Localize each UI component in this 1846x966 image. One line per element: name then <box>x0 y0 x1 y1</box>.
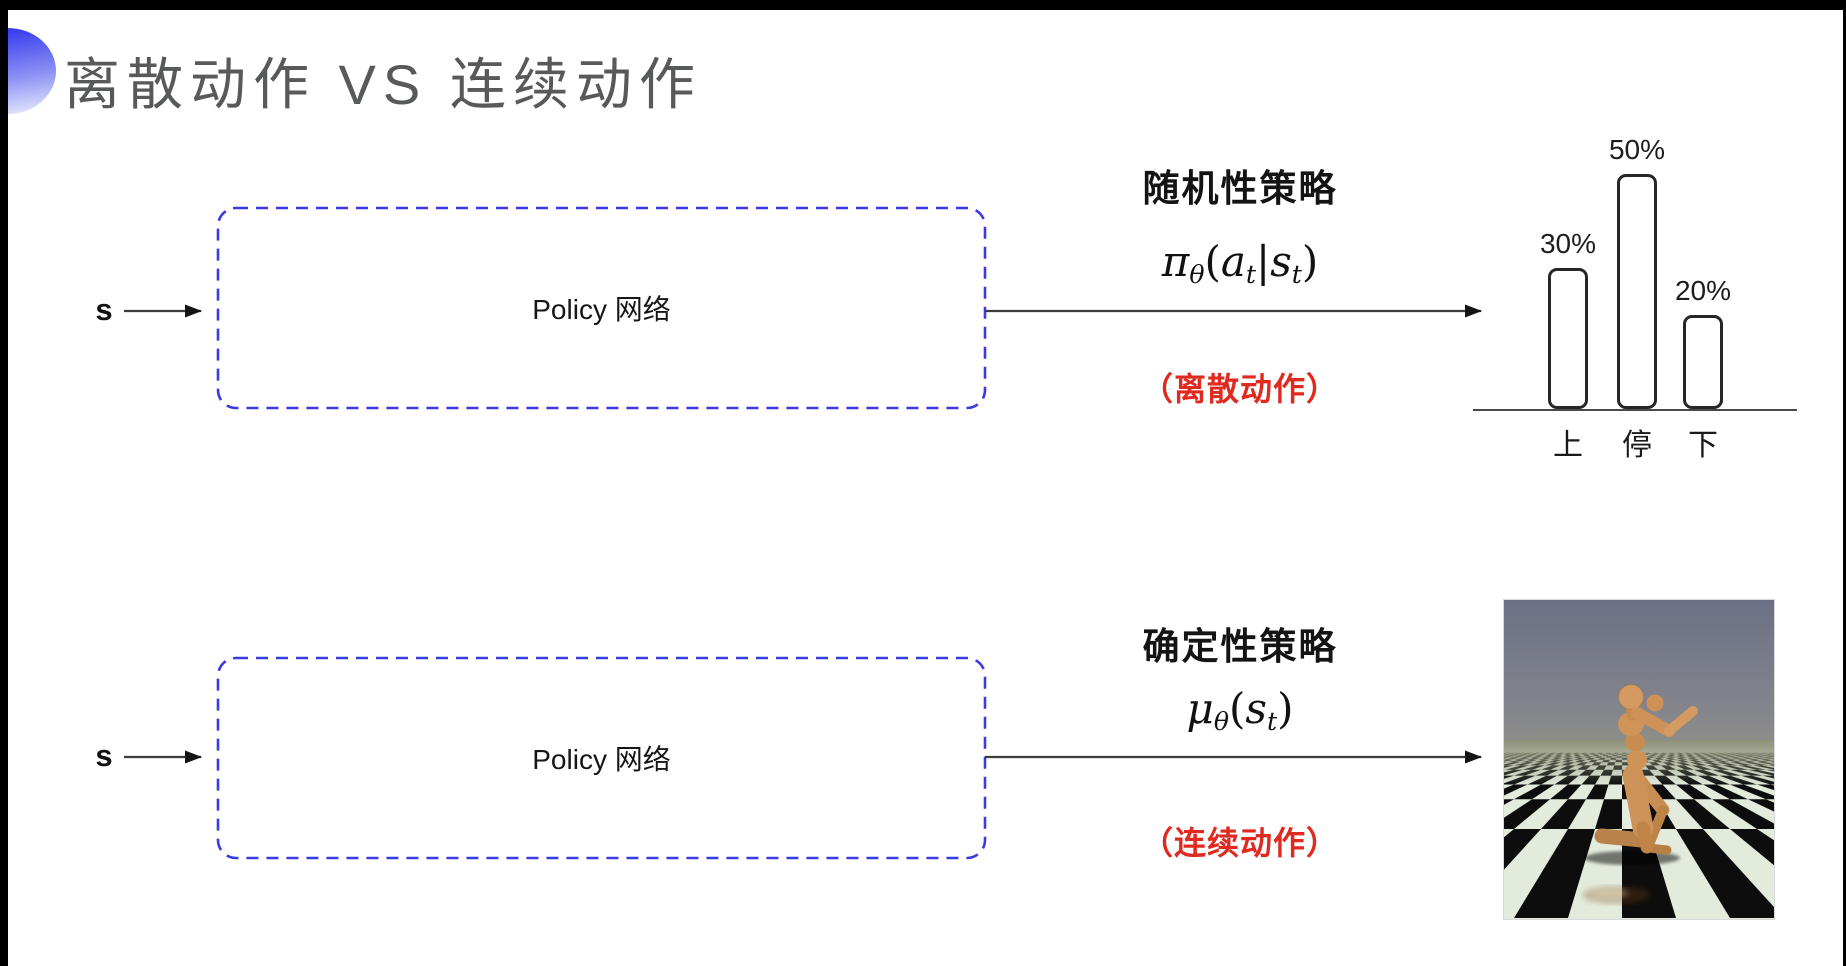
category-label-down: 下 <box>1688 429 1718 462</box>
rear-calf <box>1645 805 1668 847</box>
letterbox-left-bar <box>0 0 8 966</box>
action-type-note-bottom: （连续动作） <box>1140 825 1339 861</box>
bar-group-up: 30% <box>1528 228 1608 409</box>
bar-value-label: 30% <box>1539 228 1597 259</box>
figure-shadow <box>1584 851 1680 865</box>
policy-type-label-top: 随机性策略 <box>1142 168 1338 209</box>
formula-paren: ) <box>1301 237 1319 286</box>
chart-baseline <box>1473 409 1797 411</box>
formula-symbol: π <box>1161 237 1190 286</box>
formula-paren: ) <box>1277 684 1294 733</box>
upper-arm <box>1631 707 1675 737</box>
formula-subscript: θ <box>1213 707 1229 737</box>
page-title: 离散动作 VS 连续动作 <box>64 53 702 116</box>
formula-symbol: μ <box>1186 684 1214 733</box>
formula-paren: ( <box>1204 237 1221 286</box>
humanoid-scene <box>1504 600 1774 919</box>
kneeling-shin <box>1594 828 1650 848</box>
title-decoration-half-circle <box>8 28 56 114</box>
policy-type-label-bottom: 确定性策略 <box>1142 626 1338 667</box>
bar-value-label: 20% <box>1674 275 1732 306</box>
letterbox-top-bar <box>0 0 1846 10</box>
bar-group-stop: 50% <box>1597 134 1677 409</box>
humanoid-figure <box>1582 684 1698 904</box>
action-type-note-top: （离散动作） <box>1140 371 1339 407</box>
humanoid-simulation-image <box>1503 599 1775 920</box>
rear-fist <box>1646 694 1664 712</box>
formula-subscript: t <box>1291 260 1302 290</box>
formula-paren: ( <box>1229 684 1246 733</box>
category-label-up: 上 <box>1553 429 1583 462</box>
probability-bar-chart: 30% 50% 20% <box>1473 100 1797 411</box>
category-label-stop: 停 <box>1622 429 1652 462</box>
state-input-label-bottom: s <box>95 738 113 773</box>
chart-category-labels: 上 停 下 <box>1473 420 1797 462</box>
forearm <box>1664 706 1698 736</box>
bar-down <box>1683 315 1723 409</box>
floor-highlight <box>1592 888 1628 898</box>
policy-box-label-top: Policy 网络 <box>532 294 671 325</box>
pelvis <box>1627 750 1647 770</box>
abdomen <box>1625 733 1645 751</box>
bar-up <box>1548 268 1588 409</box>
formula-symbol: a <box>1220 237 1246 286</box>
deterministic-policy-formula: μθ(st) <box>1050 684 1430 736</box>
formula-symbol: s <box>1245 684 1267 733</box>
front-thigh <box>1622 764 1654 839</box>
formula-subscript: θ <box>1189 260 1205 290</box>
state-input-label-top: s <box>95 292 113 327</box>
front-calf <box>1636 821 1654 854</box>
policy-box-label-bottom: Policy 网络 <box>532 744 671 775</box>
stochastic-policy-formula: πθ(at|st) <box>1050 237 1430 289</box>
bar-stop <box>1617 174 1657 409</box>
bar-group-down: 20% <box>1663 275 1743 409</box>
formula-bar: | <box>1256 237 1271 286</box>
bar-value-label: 50% <box>1608 134 1666 165</box>
formula-subscript: t <box>1266 707 1278 737</box>
letterbox-right-bar <box>1843 0 1846 966</box>
head <box>1618 684 1644 710</box>
formula-symbol: s <box>1270 237 1292 286</box>
formula-subscript: t <box>1245 260 1257 290</box>
